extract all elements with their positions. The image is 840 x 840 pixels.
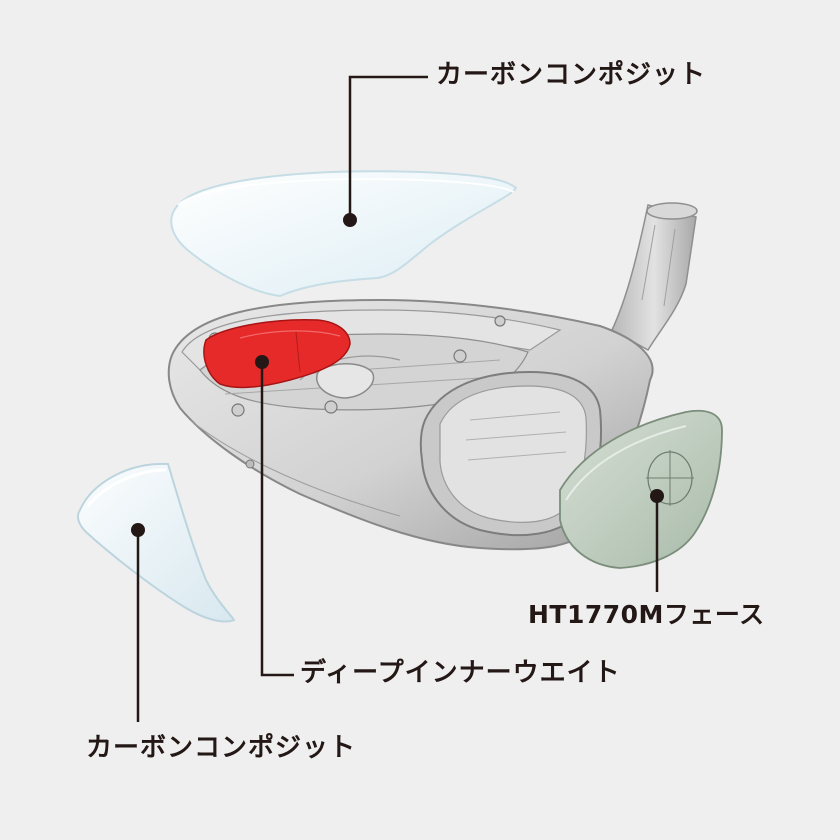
crown-carbon-panel (170, 170, 518, 298)
label-deep-inner-weight: ディープインナーウエイト (300, 658, 621, 688)
leader-crown (343, 75, 428, 227)
leader-sole (131, 523, 145, 722)
sole-carbon-panel (77, 462, 236, 623)
face-insert (559, 409, 723, 569)
hosel (611, 202, 698, 352)
leader-face (650, 489, 664, 592)
label-sole-carbon-composite: カーボンコンポジット (86, 733, 357, 763)
deep-inner-weight (203, 318, 351, 389)
label-face: HT1770Mフェース (528, 600, 765, 629)
leader-weight (255, 355, 294, 677)
label-crown-carbon-composite: カーボンコンポジット (436, 60, 707, 90)
